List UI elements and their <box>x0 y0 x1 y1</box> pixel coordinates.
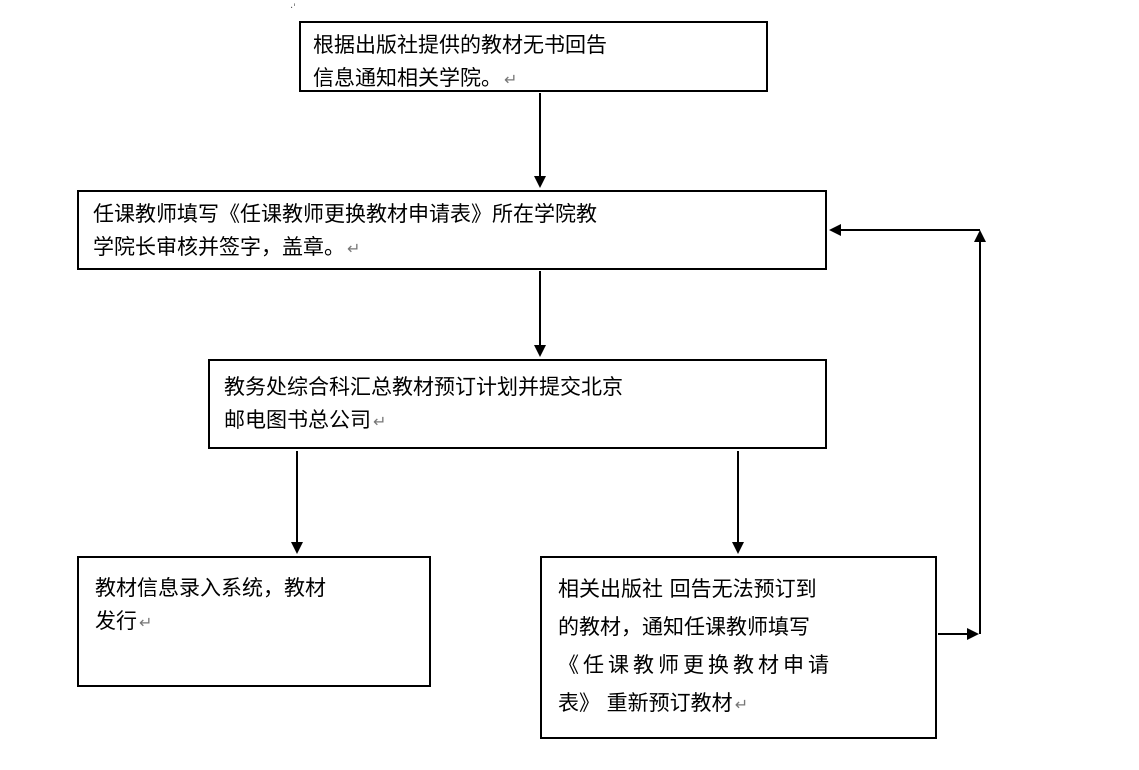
paragraph-mark-icon: ↵ <box>373 412 387 431</box>
step-box-1: 根据出版社提供的教材无书回告 信息通知相关学院。↵ <box>299 21 768 92</box>
step-box-5: 相关出版社 回告无法预订到 的教材，通知任课教师填写 《任课教师更换教材申请 表… <box>540 556 937 739</box>
step1-line2: 信息通知相关学院。 <box>313 66 502 90</box>
step5-line1: 相关出版社 回告无法预订到 <box>558 577 817 601</box>
step4-line2: 发行 <box>95 609 137 633</box>
step-box-2: 任课教师填写《任课教师更换教材申请表》所在学院教 学院长审核并签字，盖章。↵ <box>77 190 827 270</box>
step4-line1: 教材信息录入系统，教材 <box>95 576 326 600</box>
step5-line2: 的教材，通知任课教师填写 <box>558 615 810 639</box>
step5-line3: 《任课教师更换教材申请 <box>558 653 833 677</box>
step5-line4: 表》 重新预订教材 <box>558 691 733 715</box>
step3-line2: 邮电图书总公司 <box>224 408 371 432</box>
paragraph-mark-icon: ↵ <box>139 613 153 632</box>
corner-mark: ·ˈ <box>290 3 296 14</box>
paragraph-mark-icon: ↵ <box>347 239 361 258</box>
step1-line1: 根据出版社提供的教材无书回告 <box>313 33 607 57</box>
step2-line1: 任课教师填写《任课教师更换教材申请表》所在学院教 <box>93 202 597 226</box>
paragraph-mark-icon: ↵ <box>504 70 518 89</box>
step-box-4: 教材信息录入系统，教材 发行↵ <box>77 556 431 687</box>
paragraph-mark-icon: ↵ <box>734 695 749 714</box>
step2-line2: 学院长审核并签字，盖章。 <box>93 235 345 259</box>
step3-line1: 教务处综合科汇总教材预订计划并提交北京 <box>224 375 623 399</box>
step-box-3: 教务处综合科汇总教材预订计划并提交北京 邮电图书总公司↵ <box>208 359 827 449</box>
